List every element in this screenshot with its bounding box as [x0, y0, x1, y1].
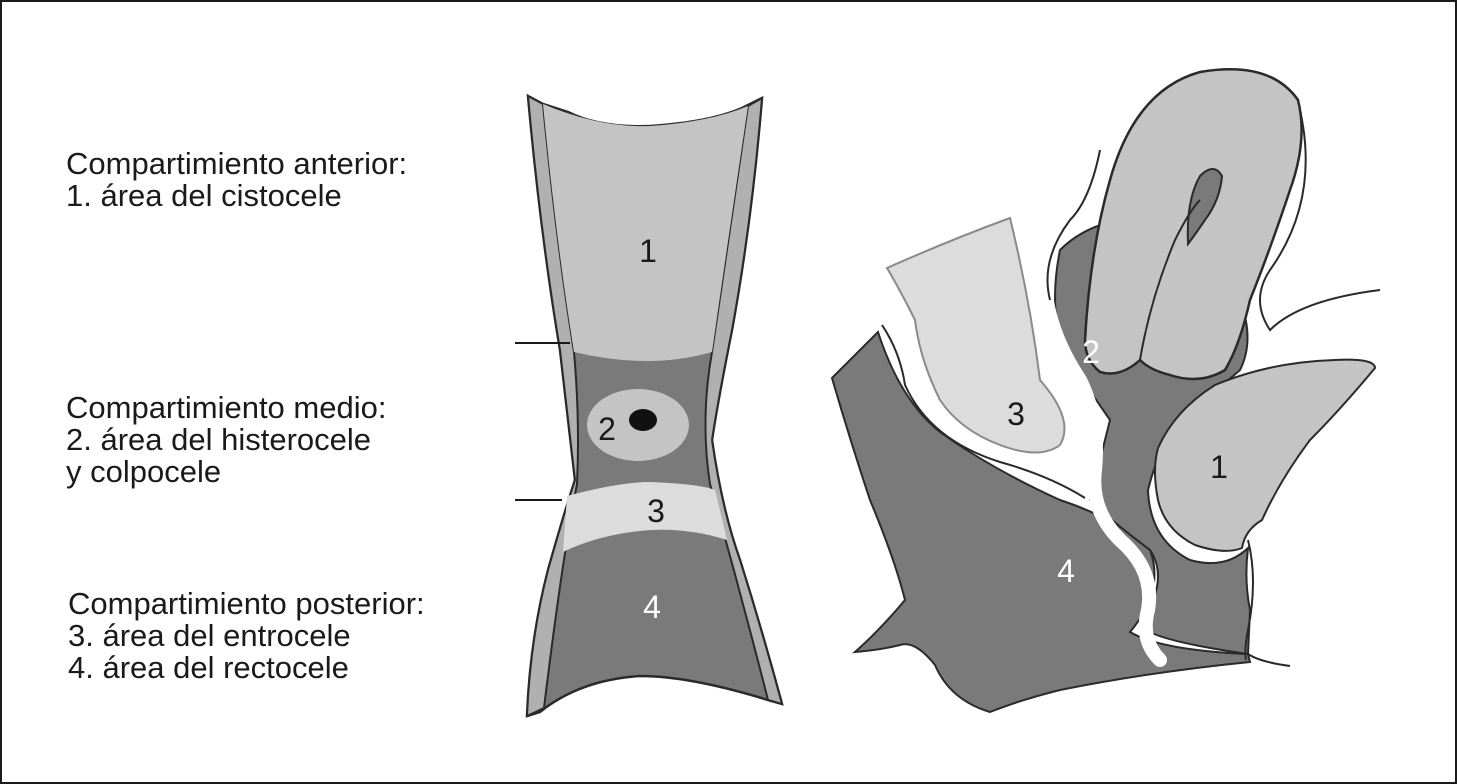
front-region-1: [543, 104, 748, 361]
side-outline-right: [1247, 653, 1291, 667]
front-view: 1 2 3 4: [515, 93, 784, 718]
side-outline-curve-1: [881, 324, 1086, 499]
legend-medio-line-2: y colpocele: [66, 454, 222, 489]
legend-medio-heading: Compartimiento medio:: [66, 390, 387, 425]
legend-posterior-line-1: 3. área del entrocele: [68, 618, 351, 653]
front-cervical-os: [629, 409, 657, 431]
legend-anterior: Compartimiento anterior: 1. área del cis…: [66, 148, 407, 212]
side-view: 1 2 3 4: [830, 68, 1381, 714]
front-region-3: [563, 482, 727, 552]
side-gap-line-right: [1259, 109, 1381, 332]
side-urethra: [1244, 539, 1254, 661]
front-label-4: 4: [643, 589, 661, 625]
side-label-1: 1: [1210, 449, 1228, 485]
side-region-4: [830, 330, 1252, 714]
side-label-2: 2: [1082, 334, 1100, 370]
side-region-3: [885, 216, 1066, 454]
side-label-4: 4: [1057, 553, 1075, 589]
side-outline-curve-2: [1046, 149, 1101, 301]
side-uterus-fold: [1139, 199, 1201, 361]
side-region-1: [1154, 358, 1377, 552]
front-label-2: 2: [598, 411, 616, 447]
legend-posterior-heading: Compartimiento posterior:: [68, 586, 425, 621]
legend-anterior-heading: Compartimiento anterior:: [66, 146, 408, 181]
front-label-3: 3: [647, 493, 665, 529]
side-gap-line-left: [1037, 143, 1167, 667]
side-uterus-cavity: [1186, 168, 1224, 247]
legend-anterior-line-1: 1. área del cistocele: [66, 178, 342, 213]
legend-medio-line-1: 2. área del histerocele: [66, 422, 372, 457]
side-label-3: 3: [1007, 396, 1025, 432]
legend-posterior-line-2: 4. área del rectocele: [68, 650, 349, 685]
front-label-1: 1: [639, 233, 657, 269]
legend-medio: Compartimiento medio: 2. área del hister…: [66, 392, 386, 488]
legend-posterior: Compartimiento posterior: 3. área del en…: [68, 588, 425, 684]
